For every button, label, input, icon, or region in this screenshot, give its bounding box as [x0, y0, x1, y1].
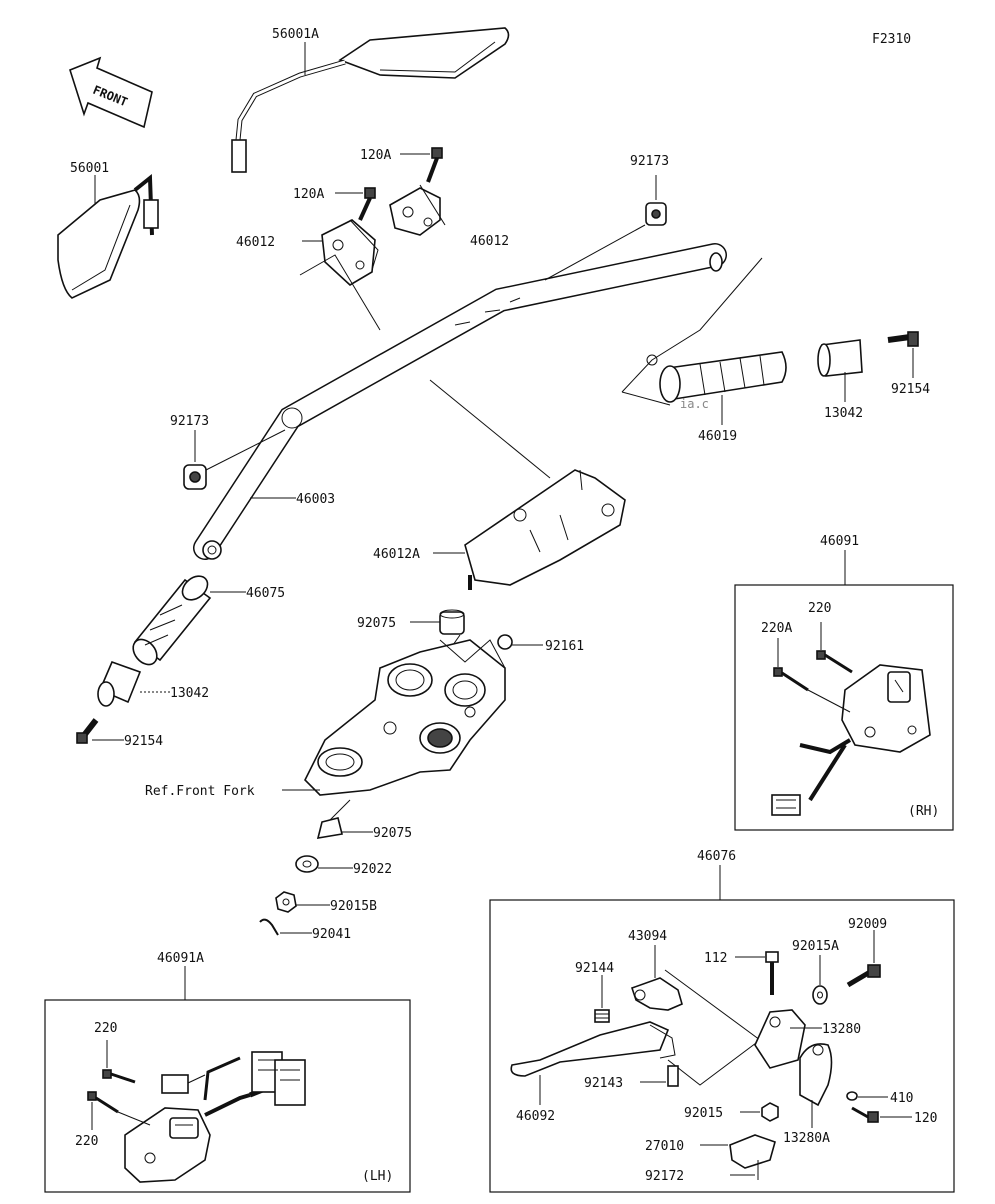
label-92161: 92161: [545, 639, 584, 654]
bar-end-weight-left-icon: [97, 660, 142, 707]
bolt-120A-mid-icon: [358, 187, 376, 221]
upper-triple-clamp-icon: [304, 639, 506, 796]
label-410: 410: [890, 1091, 913, 1106]
label-56001A: 56001A: [272, 27, 319, 42]
nut-92015B-icon: [275, 891, 297, 913]
label-92015B: 92015B: [330, 899, 377, 914]
label-92009: 92009: [848, 917, 887, 932]
label-220A-rh: 220A: [761, 621, 792, 636]
label-lh: (LH): [362, 1169, 393, 1184]
lever-assembly-box: [489, 899, 955, 1193]
label-92173-top: 92173: [630, 154, 669, 169]
washer-92015A-icon: [812, 985, 828, 1005]
switch-lh-box: [44, 999, 411, 1193]
label-120: 120: [914, 1111, 937, 1126]
switch-rh-box: [734, 584, 954, 831]
switch-housing-rh-icon: [771, 664, 931, 816]
label-46012A: 46012A: [373, 547, 420, 562]
label-220-lh-top: 220: [94, 1021, 117, 1036]
label-46075: 46075: [246, 586, 285, 601]
label-46091: 46091: [820, 534, 859, 549]
label-92172: 92172: [645, 1169, 684, 1184]
label-46091A: 46091A: [157, 951, 204, 966]
label-92075-bottom: 92075: [373, 826, 412, 841]
lever-46092-icon: [510, 1021, 676, 1077]
label-92154-right: 92154: [891, 382, 930, 397]
label-46012-right: 46012: [470, 234, 509, 249]
bolt-120A-top-icon: [426, 147, 443, 183]
label-27010: 27010: [645, 1139, 684, 1154]
label-rh: (RH): [908, 804, 939, 819]
clamp-46012-right-icon: [389, 187, 441, 236]
cap-92161-icon: [497, 634, 513, 650]
bolt-112-icon: [765, 951, 779, 995]
label-220-rh: 220: [808, 601, 831, 616]
label-92015A: 92015A: [792, 939, 839, 954]
label-112: 112: [704, 951, 727, 966]
label-13280: 13280: [822, 1022, 861, 1037]
label-ref-front-fork: Ref.Front Fork: [145, 784, 255, 799]
bolt-92154-right-icon: [887, 331, 919, 347]
pin-92041-icon: [259, 918, 279, 936]
label-92015: 92015: [684, 1106, 723, 1121]
label-120A-top: 120A: [360, 148, 391, 163]
screw-220-lh-top-icon: [102, 1069, 136, 1084]
label-92144: 92144: [575, 961, 614, 976]
switch-housing-lh-icon: [124, 1051, 306, 1183]
clamp-13280A-icon: [799, 1043, 833, 1107]
spring-92144-icon: [594, 1009, 610, 1023]
front-arrow-icon: FRONT: [69, 56, 153, 129]
grip-right-icon: [646, 351, 787, 403]
bar-end-weight-right-icon: [817, 339, 863, 377]
label-92143: 92143: [584, 1076, 623, 1091]
grip-left-icon: [132, 575, 212, 666]
clamp-13280-icon: [754, 1009, 806, 1069]
diagram-code: F2310: [872, 32, 911, 47]
label-43094: 43094: [628, 929, 667, 944]
pin-92143-icon: [667, 1065, 679, 1087]
label-13042-left: 13042: [170, 686, 209, 701]
label-13280A: 13280A: [783, 1131, 830, 1146]
clamp-46012-left-icon: [321, 219, 376, 286]
handlebar-icon: [193, 243, 727, 560]
watermark-text: ia.c: [680, 397, 709, 411]
bolt-92009-icon: [846, 964, 881, 988]
bolt-92154-left-icon: [76, 718, 99, 744]
label-46076: 46076: [697, 849, 736, 864]
label-46012-left: 46012: [236, 235, 275, 250]
end-cap-92173-top-icon: [645, 202, 667, 226]
label-13042-right: 13042: [824, 406, 863, 421]
label-92154-left: 92154: [124, 734, 163, 749]
label-92022: 92022: [353, 862, 392, 877]
label-46003: 46003: [296, 492, 335, 507]
damper-92075-top-icon: [439, 609, 465, 635]
switch-27010-icon: [729, 1134, 776, 1180]
mirror-left-icon: [57, 173, 159, 299]
nut-92015-icon: [761, 1102, 779, 1122]
damper-92075-bottom-icon: [316, 817, 343, 839]
handlebar-holder-46012A-icon: [464, 469, 626, 590]
screw-220-rh-icon: [816, 650, 853, 674]
label-220-lh-bottom: 220: [75, 1134, 98, 1149]
bracket-43094-icon: [630, 977, 683, 1011]
screw-220-lh-bottom-icon: [87, 1091, 119, 1114]
label-92173-left: 92173: [170, 414, 209, 429]
screw-120-icon: [851, 1106, 879, 1123]
label-120A-mid: 120A: [293, 187, 324, 202]
screw-220A-rh-icon: [773, 667, 809, 692]
label-92075-top: 92075: [357, 616, 396, 631]
label-56001: 56001: [70, 161, 109, 176]
washer-92022-icon: [295, 855, 319, 873]
label-92041: 92041: [312, 927, 351, 942]
label-46092: 46092: [516, 1109, 555, 1124]
label-46019: 46019: [698, 429, 737, 444]
washer-410-icon: [846, 1091, 858, 1101]
end-cap-92173-left-icon: [183, 464, 207, 490]
mirror-right-icon: [231, 27, 510, 173]
